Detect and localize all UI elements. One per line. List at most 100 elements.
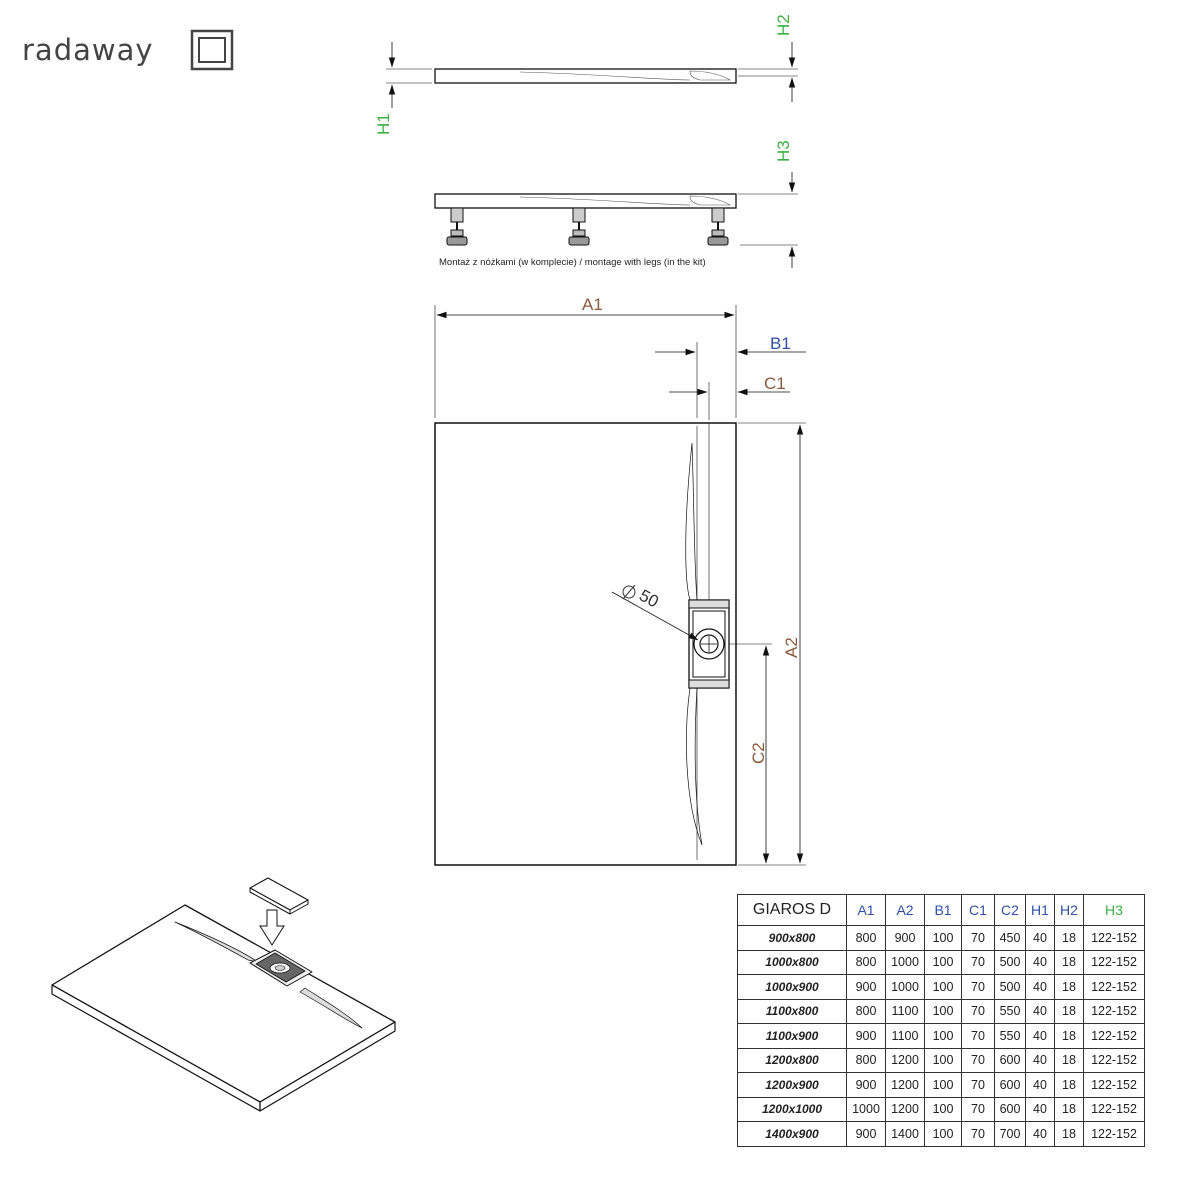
table-header-c2: C2 <box>994 894 1026 926</box>
table-header-c1: C1 <box>961 894 995 926</box>
table-cell: 600 <box>994 1096 1026 1122</box>
table-cell: 100 <box>924 1047 962 1073</box>
table-cell: 70 <box>961 1023 995 1049</box>
table-cell: 700 <box>994 1121 1026 1147</box>
table-cell: 18 <box>1054 1023 1084 1049</box>
h3-label: H3 <box>774 140 793 162</box>
table-cell: 70 <box>961 949 995 975</box>
table-cell: 1000 <box>885 974 925 1000</box>
table-cell: 122-152 <box>1083 998 1145 1024</box>
table-cell: 600 <box>994 1047 1026 1073</box>
table-header-h3: H3 <box>1083 894 1145 926</box>
table-cell-size: 1400x900 <box>737 1121 847 1147</box>
table-header-h1: H1 <box>1025 894 1055 926</box>
table-cell: 122-152 <box>1083 949 1145 975</box>
a2-label: A2 <box>782 637 801 658</box>
h1-label: H1 <box>374 113 393 135</box>
square-frame-logo-icon <box>190 29 234 71</box>
table-cell: 70 <box>961 1121 995 1147</box>
table-cell: 18 <box>1054 998 1084 1024</box>
table-cell: 1200 <box>885 1047 925 1073</box>
c2-label: C2 <box>749 742 768 764</box>
table-cell: 122-152 <box>1083 974 1145 1000</box>
table-cell: 18 <box>1054 1047 1084 1073</box>
table-cell: 70 <box>961 1072 995 1098</box>
table-cell: 550 <box>994 1023 1026 1049</box>
brand-name: radaway <box>22 33 154 67</box>
table-cell: 70 <box>961 1096 995 1122</box>
down-arrow-icon <box>259 909 285 946</box>
table-cell: 40 <box>1025 1072 1055 1098</box>
table-cell: 70 <box>961 998 995 1024</box>
table-cell: 900 <box>846 1072 886 1098</box>
table-cell: 900 <box>846 974 886 1000</box>
isometric-view <box>51 877 396 1112</box>
table-cell: 800 <box>846 925 886 951</box>
leg-middle <box>568 207 590 246</box>
table-cell: 40 <box>1025 1047 1055 1073</box>
c1-label: C1 <box>764 374 786 393</box>
table-cell: 900 <box>846 1023 886 1049</box>
table-cell: 1400 <box>885 1121 925 1147</box>
table-cell: 800 <box>846 1047 886 1073</box>
a1-label: A1 <box>582 295 603 314</box>
table-cell: 122-152 <box>1083 1096 1145 1122</box>
table-header-model: GIAROS D <box>737 894 847 926</box>
table-cell-size: 1000x800 <box>737 949 847 975</box>
table-cell: 1000 <box>885 949 925 975</box>
table-header-b1: B1 <box>924 894 962 926</box>
table-cell: 18 <box>1054 974 1084 1000</box>
table-cell: 800 <box>846 998 886 1024</box>
table-cell: 40 <box>1025 1023 1055 1049</box>
leg-left <box>446 207 468 246</box>
table-cell: 122-152 <box>1083 1047 1145 1073</box>
table-cell-size: 1200x1000 <box>737 1096 847 1122</box>
h2-label: H2 <box>774 14 793 36</box>
side-view-legs <box>434 172 798 268</box>
top-view <box>434 305 806 866</box>
table-cell: 122-152 <box>1083 1121 1145 1147</box>
table-cell: 40 <box>1025 1121 1055 1147</box>
table-cell: 18 <box>1054 1121 1084 1147</box>
table-cell: 40 <box>1025 949 1055 975</box>
montage-note: Montaż z nóżkami (w komplecie) / montage… <box>439 257 706 268</box>
table-cell: 1000 <box>846 1096 886 1122</box>
table-header-h2: H2 <box>1054 894 1084 926</box>
diameter-icon <box>622 584 636 600</box>
table-cell: 122-152 <box>1083 925 1145 951</box>
table-cell: 100 <box>924 949 962 975</box>
table-header-a1: A1 <box>846 894 886 926</box>
table-header-a2: A2 <box>885 894 925 926</box>
table-cell: 450 <box>994 925 1026 951</box>
table-cell: 122-152 <box>1083 1023 1145 1049</box>
table-cell: 1100 <box>885 998 925 1024</box>
table-cell: 40 <box>1025 1096 1055 1122</box>
table-cell: 550 <box>994 998 1026 1024</box>
table-cell: 1200 <box>885 1096 925 1122</box>
table-cell: 100 <box>924 974 962 1000</box>
table-cell: 900 <box>846 1121 886 1147</box>
table-cell: 500 <box>994 974 1026 1000</box>
leg-right <box>707 207 729 246</box>
table-cell: 18 <box>1054 925 1084 951</box>
table-cell: 70 <box>961 974 995 1000</box>
table-cell-size: 1200x800 <box>737 1047 847 1073</box>
table-cell: 18 <box>1054 1096 1084 1122</box>
table-cell: 40 <box>1025 998 1055 1024</box>
table-cell: 100 <box>924 1096 962 1122</box>
side-view-flat <box>386 42 798 108</box>
table-cell: 100 <box>924 1023 962 1049</box>
table-cell-size: 1000x900 <box>737 974 847 1000</box>
table-cell: 800 <box>846 949 886 975</box>
table-cell-size: 900x800 <box>737 925 847 951</box>
